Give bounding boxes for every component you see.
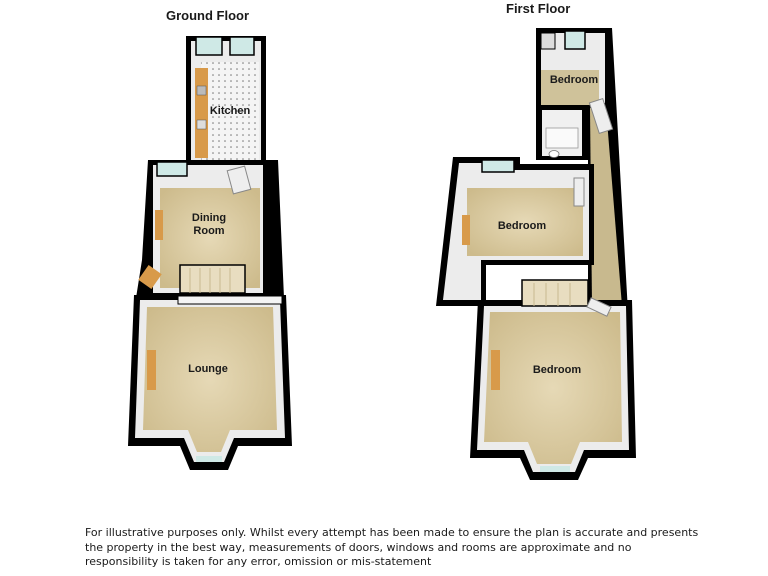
first-floor-plan: Bedroom Bedroom: [436, 28, 636, 480]
lounge-label: Lounge: [188, 363, 228, 375]
middle-bedroom-label: Bedroom: [498, 220, 547, 232]
bathroom: [538, 106, 586, 160]
first-floor-title: First Floor: [506, 1, 571, 16]
disclaimer-line-2: the property in the best way, measuremen…: [85, 540, 632, 554]
front-bedroom: Bedroom: [470, 279, 636, 480]
ground-floor-plan: Kitchen Dining Room: [128, 36, 292, 470]
dining-room: Dining Room: [136, 160, 284, 298]
first-floor-staircase: [521, 279, 589, 307]
front-bedroom-label: Bedroom: [533, 364, 582, 376]
disclaimer-text: For illustrative purposes only. Whilst e…: [85, 526, 765, 570]
ground-floor-title: Ground Floor: [166, 8, 250, 23]
disclaimer-line-1: For illustrative purposes only. Whilst e…: [85, 526, 699, 539]
kitchen-room: Kitchen: [186, 36, 266, 164]
rear-bedroom-label: Bedroom: [550, 74, 599, 86]
rear-bedroom: Bedroom: [536, 28, 628, 312]
middle-bedroom: Bedroom: [436, 157, 594, 306]
ground-floor-staircase: [179, 264, 246, 294]
kitchen-label: Kitchen: [210, 105, 251, 117]
dining-room-label-line2: Room: [193, 225, 224, 237]
lounge-room: Lounge: [128, 295, 292, 470]
disclaimer-line-3: responsibility is taken for any error, o…: [85, 555, 432, 568]
dining-room-label-line1: Dining: [192, 212, 226, 224]
